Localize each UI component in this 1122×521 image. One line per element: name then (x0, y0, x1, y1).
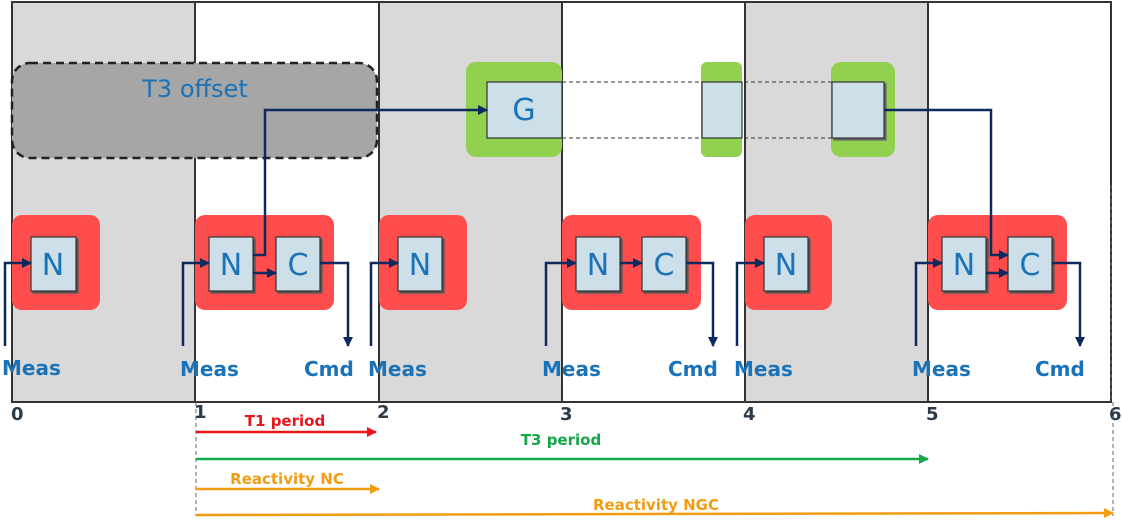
meas-wire-2 (369, 258, 399, 346)
meas-label-5: Meas (912, 357, 971, 381)
t3-period-label: T3 period (521, 431, 601, 449)
meas-wire-0 (3, 258, 32, 346)
n-block-4 (575, 236, 621, 292)
io-labels: Meas Meas Cmd Meas Meas Cmd Meas Meas Cm… (2, 356, 1085, 381)
g-block-mid (701, 81, 743, 139)
tick-3: 3 (560, 404, 573, 425)
tick-1: 1 (194, 402, 207, 423)
g-block-label: G (512, 93, 535, 128)
cmd-wire-2 (686, 261, 718, 347)
reactivity-ngc-label: Reactivity NGC (593, 496, 719, 514)
meas-wire-4 (735, 258, 765, 346)
g-block-end (831, 81, 885, 139)
cmd-label-2: Cmd (668, 357, 718, 381)
reactivity-nc-label: Reactivity NC (230, 470, 344, 488)
column-4 (744, 1, 929, 403)
t3-offset-box: T3 offset (10, 61, 379, 160)
c-block-1-label: C (288, 248, 309, 283)
meas-label-2: Meas (368, 357, 427, 381)
tick-5: 5 (926, 404, 939, 425)
cmd-wire-3 (1052, 261, 1085, 347)
processing-blocks (30, 236, 1053, 292)
meas-label-0: Meas (2, 356, 61, 380)
t3-offset-rect (10, 61, 379, 160)
cmd-label-1: Cmd (304, 357, 354, 381)
c-block-2 (641, 236, 687, 292)
t3-offset-label: T3 offset (141, 75, 247, 103)
c-block-3 (1007, 236, 1053, 292)
n-block-4-label: N (587, 248, 609, 283)
cmd-label-3: Cmd (1035, 357, 1085, 381)
n-block-5-label: N (775, 248, 797, 283)
n-block-6-label: N (953, 248, 975, 283)
n-block-1-label: N (42, 248, 64, 283)
meas-label-1: Meas (180, 357, 239, 381)
tick-labels: 0 1 2 3 4 5 6 (11, 402, 1122, 425)
column-1 (194, 1, 380, 403)
meas-label-4: Meas (734, 357, 793, 381)
signal-wires (3, 105, 1085, 347)
t1-period-label: T1 period (245, 412, 325, 430)
n-block-5 (763, 236, 809, 292)
n-block-2-label: N (220, 248, 242, 283)
n-block-6 (941, 236, 987, 292)
reactivity-ngc-arrow (195, 508, 1114, 519)
c-block-2-label: C (654, 248, 675, 283)
cmd-wire-1 (320, 261, 353, 347)
c-block-1 (275, 236, 321, 292)
tick-4: 4 (743, 404, 756, 425)
meas-wire-5 (914, 258, 943, 346)
n-block-2 (208, 236, 254, 292)
g-block-chain: G (466, 62, 895, 157)
tick-6: 6 (1109, 404, 1122, 425)
tick-2: 2 (377, 402, 390, 423)
n-to-g-wire (253, 105, 488, 257)
g-to-c-wire (884, 108, 1009, 260)
meas-label-3: Meas (542, 357, 601, 381)
meas-wire-3 (544, 258, 577, 346)
period-arrows: T1 period T3 period Reactivity NC Reacti… (195, 412, 1114, 519)
processing-block-labels: N N C N N C N N C (42, 248, 1041, 283)
tick-0: 0 (11, 404, 24, 425)
meas-wire-1 (181, 258, 210, 346)
n-block-3 (397, 236, 443, 292)
n-block-3-label: N (409, 248, 431, 283)
column-5 (927, 1, 1112, 403)
g-block (486, 81, 563, 139)
c-block-3-label: C (1020, 248, 1041, 283)
